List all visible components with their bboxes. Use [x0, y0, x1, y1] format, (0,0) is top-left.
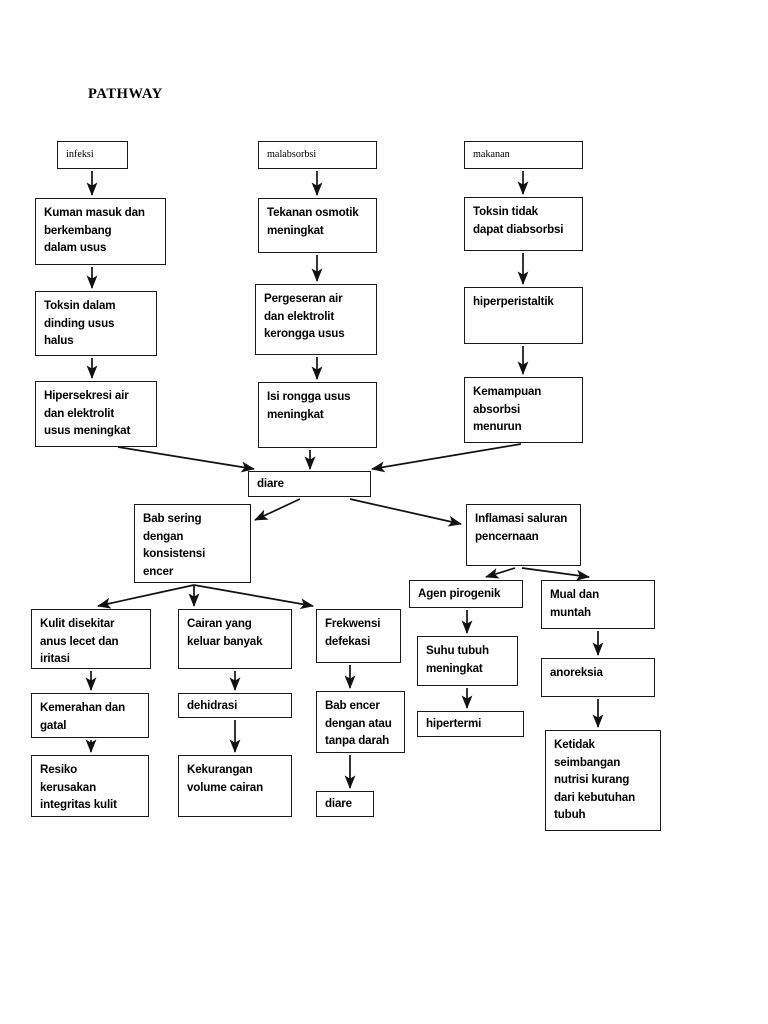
- edge-babsering-kulit: [97, 584, 195, 609]
- node-inflamasi-saluran[interactable]: Inflamasi saluran pencernaan: [466, 504, 581, 566]
- node-makanan[interactable]: makanan: [464, 141, 583, 169]
- node-malabsorbsi[interactable]: malabsorbsi: [258, 141, 377, 169]
- edge-inflamasi-mual: [521, 567, 591, 581]
- node-resiko-kerusakan-integritas-kulit[interactable]: Resiko kerusakan integritas kulit: [31, 755, 149, 817]
- edge-babsering-frekwensi: [193, 584, 315, 610]
- node-kemerahan-dan-gatal[interactable]: Kemerahan dan gatal: [31, 693, 149, 738]
- edge-hipersekresi-diare: [117, 446, 256, 473]
- node-kuman-masuk[interactable]: Kuman masuk dan berkembang dalam usus: [35, 198, 166, 265]
- node-isi-rongga-usus[interactable]: Isi rongga usus meningkat: [258, 382, 377, 448]
- node-cairan-keluar-banyak[interactable]: Cairan yang keluar banyak: [178, 609, 292, 669]
- node-diare-leaf[interactable]: diare: [316, 791, 374, 817]
- page-title: PATHWAY: [88, 86, 163, 102]
- node-toksin-tidak-diabsorbsi[interactable]: Toksin tidak dapat diabsorbsi: [464, 197, 583, 251]
- node-agen-pirogenik[interactable]: Agen pirogenik: [409, 580, 523, 608]
- edge-kemampuan-diare: [370, 443, 522, 473]
- node-frekwensi-defekasi[interactable]: Frekwensi defekasi: [316, 609, 401, 663]
- node-bab-encer[interactable]: Bab encer dengan atau tanpa darah: [316, 691, 405, 753]
- node-tekanan-osmotik[interactable]: Tekanan osmotik meningkat: [258, 198, 377, 253]
- node-toksin-dinding-usus[interactable]: Toksin dalam dinding usus halus: [35, 291, 157, 356]
- node-kemampuan-absorbsi[interactable]: Kemampuan absorbsi menurun: [464, 377, 583, 443]
- edge-inflamasi-agen: [485, 567, 516, 579]
- node-pergeseran-air[interactable]: Pergeseran air dan elektrolit kerongga u…: [255, 284, 377, 355]
- node-hiperperistaltik[interactable]: hiperperistaltik: [464, 287, 583, 344]
- node-diare-main[interactable]: diare: [248, 471, 371, 497]
- node-mual-dan-muntah[interactable]: Mual dan muntah: [541, 580, 655, 629]
- node-infeksi[interactable]: infeksi: [57, 141, 128, 169]
- node-hipersekresi[interactable]: Hipersekresi air dan elektrolit usus men…: [35, 381, 157, 447]
- node-kekurangan-volume-cairan[interactable]: Kekurangan volume cairan: [178, 755, 292, 817]
- node-suhu-tubuh-meningkat[interactable]: Suhu tubuh meningkat: [417, 636, 518, 686]
- node-bab-sering[interactable]: Bab sering dengan konsistensi encer: [134, 504, 251, 583]
- node-dehidrasi[interactable]: dehidrasi: [178, 693, 292, 718]
- node-ketidakseimbangan-nutrisi[interactable]: Ketidak seimbangan nutrisi kurang dari k…: [545, 730, 661, 831]
- edge-diare-babsering: [254, 498, 301, 521]
- edge-diare-inflamasi: [349, 498, 462, 527]
- node-kulit-disekitar-anus[interactable]: Kulit disekitar anus lecet dan iritasi: [31, 609, 151, 669]
- node-hipertermi[interactable]: hipertermi: [417, 711, 524, 737]
- node-anoreksia[interactable]: anoreksia: [541, 658, 655, 697]
